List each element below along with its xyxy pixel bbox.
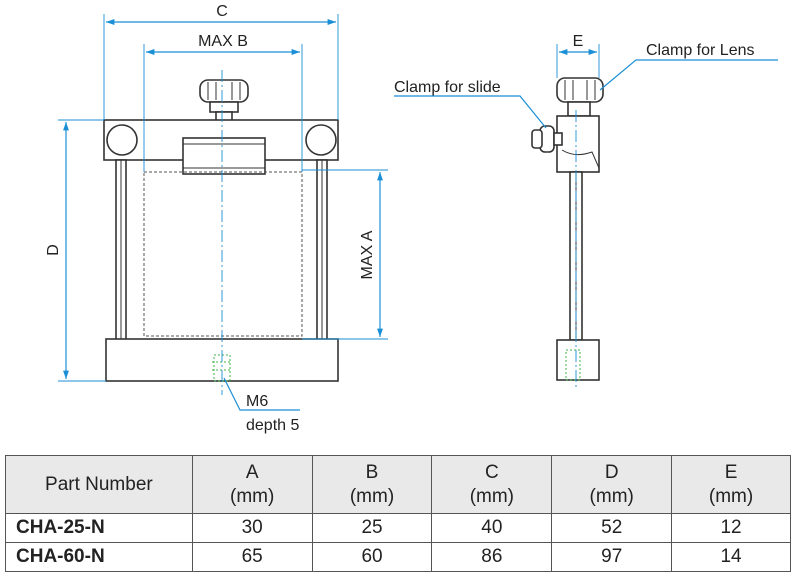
cell-c: 86 [431, 542, 553, 572]
label-c: C [216, 3, 228, 20]
slide-area [143, 171, 303, 337]
label-max-a: MAX A [359, 230, 376, 279]
cell-part-number: CHA-60-N [5, 542, 193, 572]
header-a: A(mm) [191, 455, 313, 514]
cell-a: 30 [191, 513, 313, 543]
side-top-knob [556, 77, 604, 103]
cell-d: 97 [551, 542, 673, 572]
lens-clamp-block [182, 137, 266, 175]
side-thread-hole [565, 349, 581, 381]
clamp-slide-callout: Clamp for slide [394, 79, 547, 129]
technical-drawing: C MAX B D MAX A M6 depth 5 [45, 3, 778, 434]
table-row: CHA-25-N 30 25 40 52 12 [5, 513, 791, 543]
spec-table: Part Number A(mm) B(mm) C(mm) D(mm) E(mm… [5, 455, 791, 572]
side-view [531, 77, 604, 390]
label-d: D [45, 244, 62, 256]
cell-d: 52 [551, 513, 673, 543]
left-screw-hole [106, 124, 138, 156]
label-e: E [573, 33, 584, 50]
table-header-row: Part Number A(mm) B(mm) C(mm) D(mm) E(mm… [5, 455, 791, 514]
side-top-block [556, 115, 600, 173]
dimension-e: E [556, 33, 600, 78]
cell-b: 25 [311, 513, 433, 543]
header-b: B(mm) [311, 455, 433, 514]
knob-neck [209, 101, 239, 113]
cell-e: 12 [671, 513, 791, 543]
label-depth: depth 5 [246, 417, 299, 434]
header-part-number: Part Number [5, 455, 193, 514]
clamp-lens-callout: Clamp for Lens [599, 42, 778, 91]
dimension-max-a: MAX A [302, 169, 388, 340]
m6-callout: M6 depth 5 [223, 377, 300, 434]
dimension-c: C [103, 3, 339, 120]
cell-part-number: CHA-25-N [5, 513, 193, 543]
cell-e: 14 [671, 542, 791, 572]
label-clamp-slide: Clamp for slide [394, 79, 501, 96]
table-row: CHA-60-N 65 60 86 97 14 [5, 542, 791, 572]
dimension-d: D [45, 119, 106, 382]
label-m6: M6 [246, 393, 268, 410]
dimension-max-b: MAX B [143, 33, 303, 172]
top-knob [199, 79, 249, 103]
right-screw-hole [305, 124, 337, 156]
cell-b: 60 [311, 542, 433, 572]
front-view [103, 70, 339, 395]
header-e: E(mm) [671, 455, 791, 514]
header-c: C(mm) [431, 455, 553, 514]
label-max-b: MAX B [198, 33, 248, 50]
cell-c: 40 [431, 513, 553, 543]
header-d: D(mm) [551, 455, 673, 514]
side-base-block [556, 339, 600, 381]
label-clamp-lens: Clamp for Lens [646, 42, 755, 59]
cell-a: 65 [191, 542, 313, 572]
